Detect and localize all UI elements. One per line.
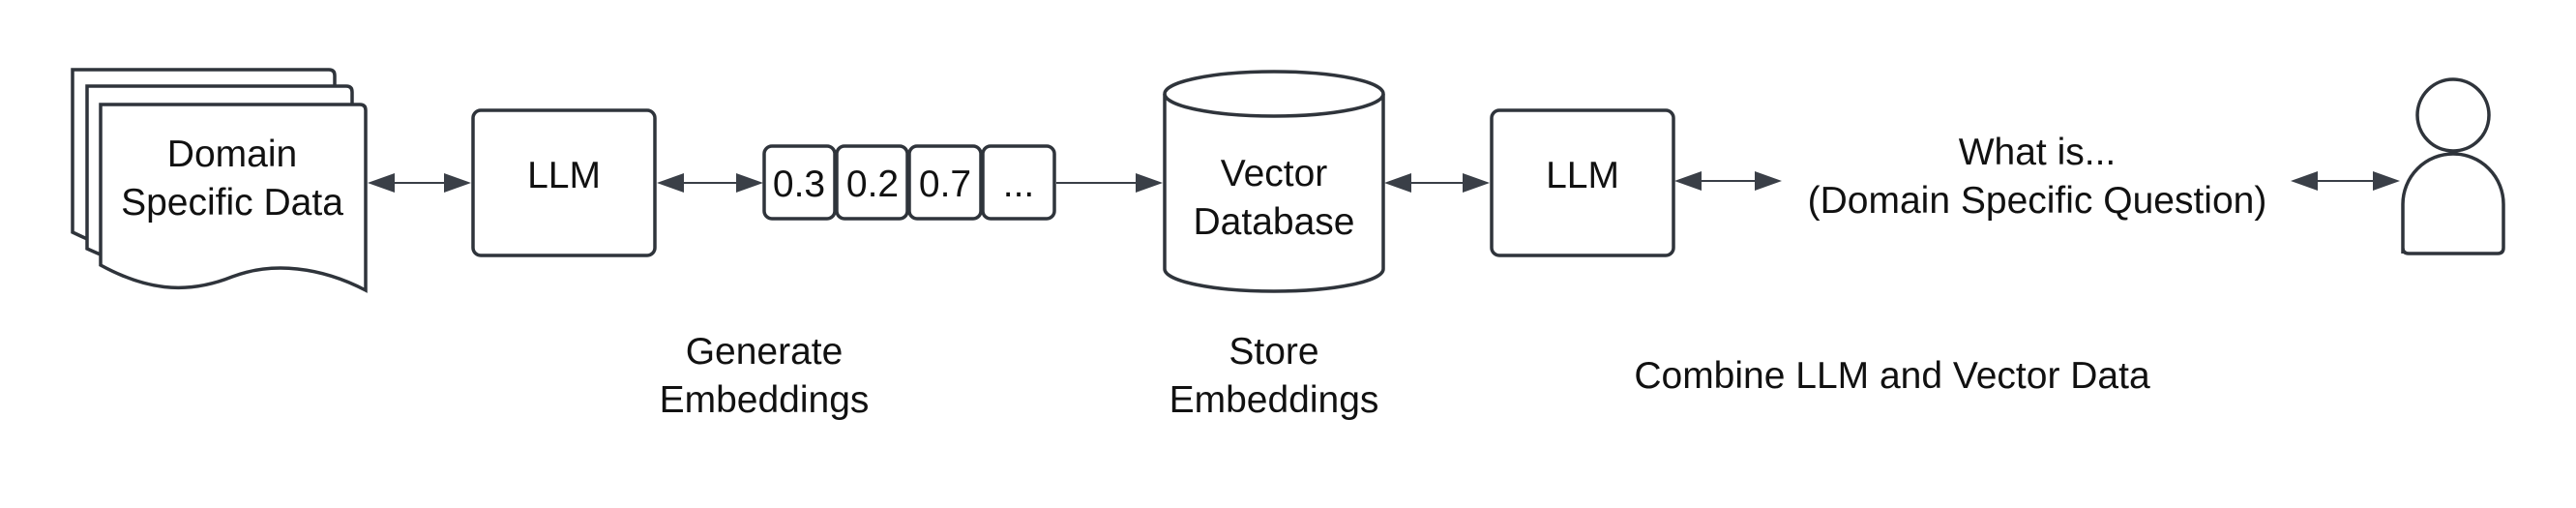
embedding-value: 0.2	[846, 164, 899, 205]
question-line-2: (Domain Specific Question)	[1808, 180, 2267, 222]
embedding-cell-frame	[835, 144, 909, 221]
embedding-cell-frame	[981, 144, 1056, 221]
arrow-question-user	[2291, 171, 2400, 191]
llm-box-2: LLM	[1490, 108, 1675, 257]
docs-label-line-2: Specific Data	[121, 182, 343, 224]
question-line-1: What is...	[1959, 132, 2117, 173]
embedding-value: 0.7	[919, 164, 971, 205]
cylinder-body	[1163, 94, 1385, 293]
user-icon-body	[2401, 152, 2505, 255]
llm-2-label: LLM	[1546, 155, 1619, 196]
caption-generate-line-2: Embeddings	[660, 379, 870, 421]
embedding-cell-frame	[907, 144, 983, 221]
caption-combine: Combine LLM and Vector Data	[1634, 355, 2150, 397]
document-front	[99, 103, 368, 293]
domain-question: What is... (Domain Specific Question)	[1808, 132, 2267, 222]
caption-store-line-1: Store	[1229, 331, 1318, 373]
cylinder-top	[1163, 70, 1385, 118]
caption-store-embeddings: Store Embeddings	[1170, 331, 1379, 421]
arrow-vectordb-llm2	[1384, 173, 1490, 193]
llm-1-label: LLM	[527, 155, 601, 196]
llm-1-frame	[471, 108, 657, 257]
arrow-llm1-embeddings	[657, 173, 763, 193]
embedding-value: 0.3	[773, 164, 825, 205]
user-icon-head	[2415, 77, 2491, 153]
llm-box-1: LLM	[471, 108, 657, 257]
arrow-llm2-question	[1674, 171, 1782, 191]
vector-database: Vector Database	[1163, 70, 1385, 293]
vector-db-label-line-2: Database	[1194, 201, 1355, 243]
domain-data-documents: Domain Specific Data	[71, 68, 368, 293]
caption-store-line-2: Embeddings	[1170, 379, 1379, 421]
embedding-vector: 0.3 0.2 0.7 ...	[762, 144, 1056, 221]
embedding-cell-frame	[762, 144, 837, 221]
embedding-value: ...	[1003, 164, 1035, 205]
llm-2-frame	[1490, 108, 1675, 257]
vector-db-label-line-1: Vector	[1221, 153, 1328, 194]
user-icon	[2401, 77, 2505, 255]
arrow-docs-llm1	[368, 173, 471, 193]
caption-generate-line-1: Generate	[686, 331, 844, 373]
docs-label-line-1: Domain	[167, 134, 297, 175]
caption-generate-embeddings: Generate Embeddings	[660, 331, 870, 421]
arrow-embeddings-vectordb	[1056, 173, 1163, 193]
